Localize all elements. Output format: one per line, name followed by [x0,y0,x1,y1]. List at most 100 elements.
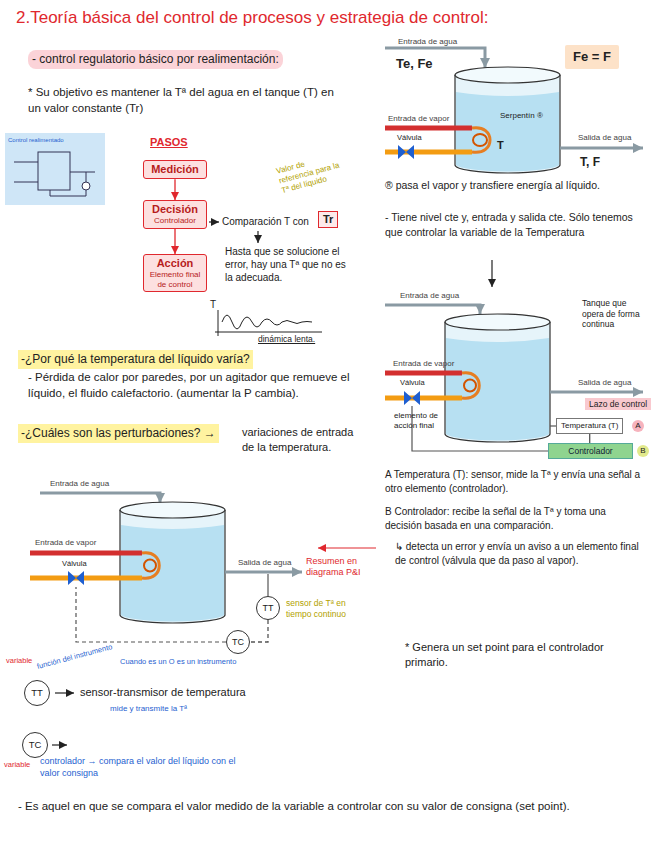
question-heading: -¿Por qué la temperatura del líquido var… [18,350,253,369]
node-title: TT [263,603,274,614]
instrument-bubble: TC [226,630,250,654]
graph-axes [215,310,322,336]
flow-variable: Te, Fe [396,55,433,73]
note-text: * Su objetivo es mantener la Tª del agua… [28,84,346,116]
part-label: Serpentín ® [500,110,543,121]
water [446,338,549,440]
tank [120,510,225,623]
node-title: TT [31,687,43,698]
tank [455,75,560,173]
flow-variable: T [497,138,504,153]
valve-symbol [68,571,84,585]
note-text: - Es aquel en que se compara el valor me… [18,798,643,814]
step-box: DecisiónControlador [143,200,207,229]
note-text: B Controlador: recibe la señal de la Tª … [385,505,643,533]
signal-line [76,587,226,642]
callout-letter: B [637,445,649,457]
water-outlet [225,571,302,574]
note-text: variaciones de entrada de la temperatura… [242,425,367,456]
flow-variable: T, F [580,154,600,171]
connector [174,229,175,254]
instrument-description: sensor-transmisor de temperatura [80,685,246,700]
equation-box: Fe = F [565,45,619,69]
summary-note: Resumen en diagrama P&I [306,556,364,579]
sensor-box: Temperatura (T) [556,418,623,434]
tank [445,322,550,442]
coil [473,134,487,146]
pointer-arrow [318,547,376,548]
node-title: Medición [147,163,203,176]
flow-label: Entrada de agua [398,36,457,47]
flow-label: Entrada de agua [50,478,109,489]
valve-symbol [398,145,414,159]
flow-label: Salida de agua [238,557,291,568]
reference-box: Tr [318,211,338,228]
note-text: ↳ detecta un error y envía un aviso a un… [395,540,643,568]
note-text: Tanque que opera de forma continua [582,298,644,330]
node-subtitle: Elemento final de control [147,270,203,289]
thumbnail-lines [14,162,95,196]
question-heading: -¿Cuáles son las perturbaciones? → [18,424,219,443]
reference-note: Valor de referencia para la Tª del líqui… [275,150,347,196]
legend-note: variable [6,656,32,667]
flow-label: Salida de agua [578,377,631,388]
pointer-arrow [52,744,67,745]
tank-top [120,502,225,518]
node-title: Fe = F [573,49,611,65]
loop-label: Lazo de control [585,398,651,410]
note-text: A Temperatura (T): sensor, mide la Tª y … [385,468,643,496]
section-heading: - control regulatorio básico por realime… [28,50,283,69]
node-title: TC [232,637,244,648]
node-title: Controlador [553,446,628,456]
tank-top [445,314,550,330]
note-text: Comparación T con [222,215,309,229]
graph-caption: dinámica lenta. [258,335,315,344]
note-text: - Tiene nivel cte y, entrada y salida ct… [385,210,643,239]
steam-pipe [385,371,462,376]
legend-note: función del instrumento [36,642,114,672]
water-inlet [40,493,160,503]
pointer-arrow [55,692,74,693]
sensor-note: sensor de Tª en tiempo continuo [286,598,346,619]
node-title: TC [29,739,42,750]
instrument-bubble: TT [24,680,50,706]
coil [144,560,156,572]
note-text: * Genera un set point para el controlado… [405,640,645,671]
note-text: - Pérdida de calor por paredes, por un a… [28,370,368,401]
node-title: Decisión [147,203,203,216]
coil [464,380,476,392]
water-inlet [385,305,480,314]
pointer-arrow [491,260,492,287]
water [456,92,559,171]
legend-note: variable [4,760,30,771]
water-outlet [550,391,643,394]
connector [589,434,590,443]
thumbnail-bubble [82,182,90,190]
thumbnail-caption: Control realimentado [8,136,64,144]
instrument-description: mide y transmite la Tª [110,703,187,714]
legend-note: Cuando es un O es un instrumento [120,657,236,668]
pointer-arrow [257,231,258,243]
thumbnail-tank [38,152,70,190]
note-text: ® pasa el vapor y transfiere energía al … [385,178,643,193]
controller-box: Controlador [548,443,633,459]
node-title: Lazo de control [589,399,647,409]
steam-pipe [30,576,142,581]
flow-label: Entrada de vapor [388,113,449,124]
node-title: Acción [147,257,203,270]
flow-label: Entrada de agua [400,290,459,301]
note-text: Hasta que se solucione el error, hay una… [225,245,347,284]
flow-label: Entrada de vapor [393,358,454,369]
part-label: Válvula [62,559,87,568]
part-label: Válvula [400,378,425,387]
steam-pipe [385,126,472,131]
axis-label: T [210,298,216,312]
coil [142,553,159,579]
thumbnail [5,133,105,205]
water [121,525,224,621]
node-subtitle: Controlador [147,216,203,226]
coil [472,128,490,153]
step-box: AcciónElemento final de control [143,254,207,292]
steam-pipe [30,551,142,556]
